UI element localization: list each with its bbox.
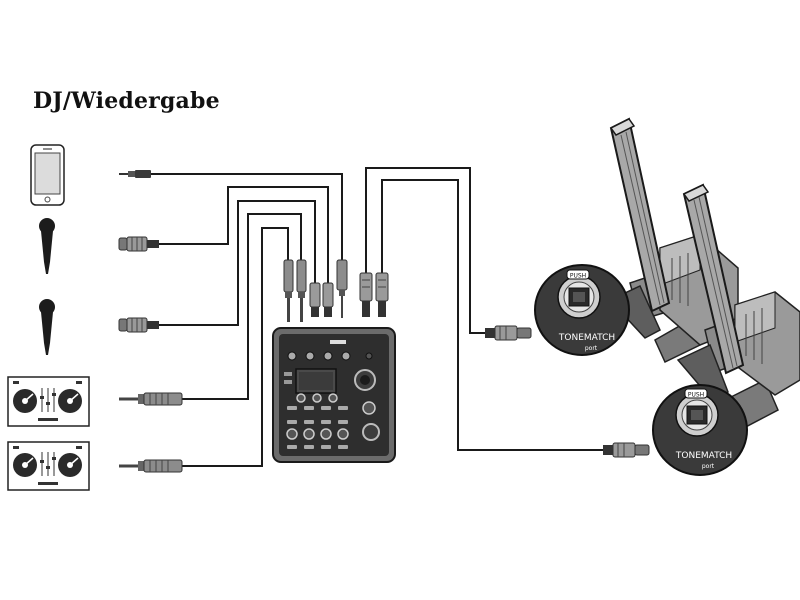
diagram-title: DJ/Wiedergabe: [33, 88, 220, 114]
mixer-input-plugs: [283, 259, 389, 322]
smartphone-icon: [30, 144, 65, 206]
column-speaker-icon: [676, 183, 800, 432]
xlr-connector-icon: [485, 325, 532, 341]
cable-output-2: [381, 179, 603, 451]
quarter-inch-plug-icon: [283, 259, 294, 322]
mixer-icon: [272, 327, 396, 463]
microphone-icon: [39, 218, 55, 274]
cable-dj-2: [182, 227, 289, 467]
tonematch-port-icon: PUSH TONEMATCH port: [534, 264, 630, 356]
mini-jack-connector-icon: [119, 170, 151, 178]
xlr-plug-icon: [359, 272, 373, 317]
xlr-plug-icon: [322, 282, 334, 317]
xlr-connector-icon: [118, 317, 159, 333]
cables: [150, 167, 603, 467]
quarter-inch-jack-icon: [119, 392, 183, 406]
mini-jack-plug-icon: [336, 259, 348, 318]
dj-controller-icon: [7, 376, 90, 427]
xlr-connector-icon: [118, 236, 159, 252]
dj-controller-icon: [7, 441, 90, 491]
tonematch-brand-label: TONEMATCH: [558, 333, 615, 343]
quarter-inch-jack-icon: [119, 459, 183, 473]
tonematch-brand-label: TONEMATCH: [675, 451, 732, 461]
cable-phone: [150, 173, 343, 262]
xlr-plug-icon: [375, 272, 389, 317]
cable-output-1: [365, 167, 485, 334]
xlr-connector-icon: [603, 442, 650, 458]
microphone-icon: [39, 299, 55, 355]
cable-mic-2: [158, 200, 316, 326]
quarter-inch-plug-icon: [296, 259, 307, 322]
push-label: PUSH: [688, 392, 704, 399]
xlr-plug-icon: [309, 282, 321, 317]
port-label: port: [702, 463, 715, 470]
port-label: port: [585, 345, 598, 352]
push-label: PUSH: [570, 273, 586, 280]
cable-mic-1: [158, 186, 329, 284]
cable-dj-1: [182, 213, 302, 400]
tonematch-port-icon: PUSH TONEMATCH port: [652, 384, 748, 476]
